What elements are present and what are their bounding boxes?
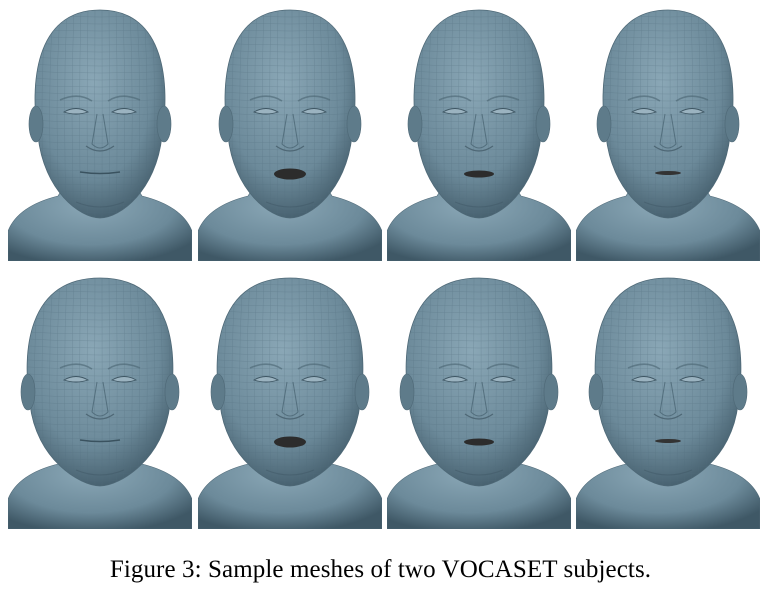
mesh-subject1-neutral <box>8 6 192 261</box>
mesh-subject2-open-wide <box>198 274 382 529</box>
mesh-subject1-open-slight <box>576 6 760 261</box>
figure-caption: Figure 3: Sample meshes of two VOCASET s… <box>109 556 652 583</box>
mesh-subject2-open-slight <box>576 274 760 529</box>
mesh-grid <box>8 6 760 530</box>
mesh-subject2-open-medium <box>387 274 571 529</box>
mesh-subject2-neutral <box>8 274 192 529</box>
mesh-subject1-open-wide <box>198 6 382 261</box>
mesh-subject1-open-medium <box>387 6 571 261</box>
